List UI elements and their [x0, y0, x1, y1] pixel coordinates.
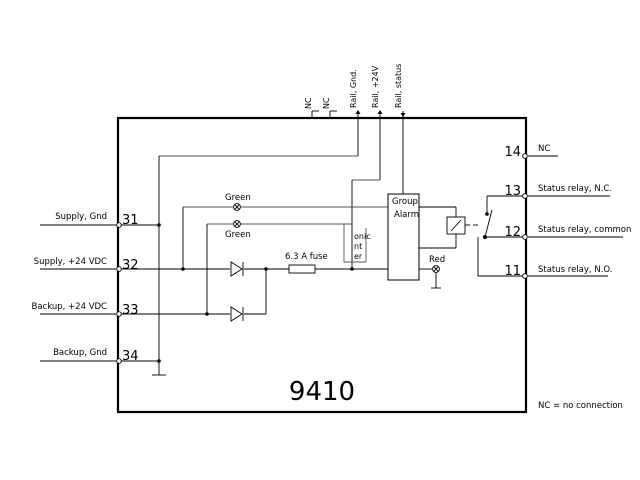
- terminal-31-label: Supply, Gnd: [55, 212, 107, 222]
- status-relay-contacts: [477, 195, 523, 277]
- label-rail-gnd: Rail, Gnd.: [349, 69, 358, 108]
- led-green-2-label: Green: [225, 230, 251, 240]
- terminal-14: 14 NC: [504, 144, 558, 160]
- terminal-33: Backup, +24 VDC 33: [32, 302, 139, 318]
- device-enclosure: [116, 116, 528, 414]
- terminal-33-number: 33: [122, 303, 139, 318]
- terminal-34-number: 34: [122, 349, 139, 364]
- label-nc-1: NC: [304, 97, 313, 109]
- terminal-12-label: Status relay, common: [538, 225, 631, 235]
- led-green-1: [233, 203, 241, 211]
- terminal-11-label: Status relay, N.O.: [538, 265, 612, 275]
- led-green-2: [233, 220, 241, 228]
- label-rail-status: Rail, status: [394, 64, 403, 108]
- left-terminal-block: Supply, Gnd 31 Supply, +24 VDC 32 Backup…: [32, 212, 139, 364]
- led-red: [419, 265, 441, 289]
- device-model-number: 9410: [289, 377, 355, 407]
- terminal-12: 12 Status relay, common: [504, 225, 631, 240]
- fuse: [288, 264, 316, 274]
- terminal-11-number: 11: [504, 264, 521, 279]
- terminal-12-number: 12: [504, 225, 521, 240]
- breaker-text-1: onic: [354, 232, 371, 241]
- led-green-1-label: Green: [225, 193, 251, 203]
- fuse-label: 6.3 A fuse: [285, 252, 328, 262]
- terminal-34-label: Backup, Gnd: [53, 348, 107, 358]
- footnote-nc: NC = no connection: [538, 401, 623, 411]
- top-signal-labels: NC NC Rail, Gnd. Rail, +24V Rail, status: [304, 64, 403, 109]
- diode-supply: [230, 261, 244, 277]
- terminal-13-number: 13: [504, 184, 521, 199]
- right-terminal-block: 14 NC 13 Status relay, N.C. 12 Status re…: [504, 144, 631, 279]
- group-alarm-label-2: Alarm: [394, 210, 419, 220]
- terminal-31: Supply, Gnd 31: [40, 212, 139, 228]
- electronic-breaker-box: onic nt er: [343, 224, 371, 263]
- terminal-13-label: Status relay, N.C.: [538, 184, 612, 194]
- label-nc-2: NC: [322, 97, 331, 109]
- terminal-32-number: 32: [122, 258, 139, 273]
- terminal-33-label: Backup, +24 VDC: [32, 302, 108, 312]
- backup-path: [121, 312, 266, 316]
- terminal-31-number: 31: [122, 213, 139, 228]
- top-signal-leads: [311, 110, 406, 194]
- terminal-11: 11 Status relay, N.O.: [504, 264, 612, 279]
- breaker-text-3: er: [354, 252, 363, 261]
- diode-backup: [230, 306, 244, 322]
- terminal-13: 13 Status relay, N.C.: [504, 184, 612, 199]
- led-wiring: [182, 206, 388, 314]
- label-rail-24v: Rail, +24V: [371, 65, 380, 108]
- led-red-label: Red: [429, 255, 445, 265]
- terminal-32-label: Supply, +24 VDC: [34, 257, 107, 267]
- terminal-14-label: NC: [538, 144, 550, 154]
- supply-path: [121, 267, 388, 314]
- group-alarm-label-1: Group: [392, 197, 418, 207]
- relay-coil-wiring: [419, 206, 457, 249]
- breaker-text-2: nt: [354, 242, 362, 251]
- terminal-34: Backup, Gnd 34: [40, 348, 139, 364]
- relay-coil: [446, 216, 466, 235]
- group-alarm-block: [387, 193, 420, 281]
- terminal-14-number: 14: [504, 145, 521, 160]
- terminal-32: Supply, +24 VDC 32: [34, 257, 139, 273]
